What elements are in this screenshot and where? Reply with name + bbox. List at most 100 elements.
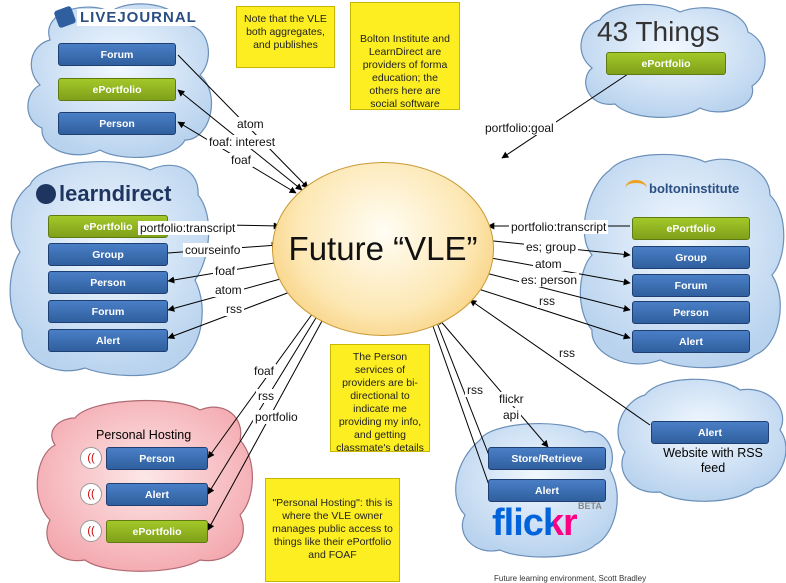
hosting-title-text: Personal Hosting (96, 428, 192, 442)
flickr-beta-text: BETA (578, 501, 602, 511)
pill-label: Person (90, 276, 126, 289)
label-rss-website: rss (557, 346, 577, 360)
43things-logo-text: 43 Things (597, 16, 720, 47)
pill-label: Forum (100, 48, 134, 61)
learndirect-logo: learndirect (36, 181, 172, 207)
connector-arrow-13 (465, 284, 631, 340)
rsssite-caption-text: Website with RSS feed (663, 446, 763, 475)
note-text: "Personal Hosting": this is where the VL… (272, 497, 393, 561)
learndirect-alert[interactable]: Alert (48, 329, 168, 352)
bolton-swoosh-icon (625, 180, 647, 197)
43things-eportfolio[interactable]: ePortfolio (606, 52, 726, 75)
hosting-person[interactable]: Person (106, 447, 208, 470)
label-foaf: foaf (229, 153, 254, 167)
livejournal-person[interactable]: Person (58, 112, 176, 135)
pill-label: Group (92, 248, 124, 261)
flickr-store-retrieve[interactable]: Store/Retrieve (488, 447, 606, 470)
label-portfolio-hosting: portfolio (253, 410, 300, 424)
bolton-forum[interactable]: Forum (632, 274, 750, 297)
learndirect-forum[interactable]: Forum (48, 300, 168, 323)
label-es-person: es: person (519, 273, 580, 287)
flickr-alert[interactable]: Alert (488, 479, 606, 502)
hosting-wifi-icon-3: (( (80, 520, 102, 542)
rsssite-alert[interactable]: Alert (651, 421, 769, 444)
hub-future-vle: Future “VLE” (272, 162, 494, 336)
bolton-logo-text: boltoninstitute (649, 181, 740, 196)
pill-label: Alert (698, 426, 722, 439)
label-portfolio-goal: portfolio:goal (483, 121, 556, 135)
pill-label: Group (675, 251, 707, 264)
label-rss-right: rss (537, 294, 557, 308)
label-portfolio-transcript-right: portfolio:transcript (509, 220, 609, 234)
bolton-eportfolio[interactable]: ePortfolio (632, 217, 750, 240)
note-text: Bolton Institute and LearnDirect are pro… (360, 33, 450, 110)
pill-label: ePortfolio (641, 57, 691, 70)
connector-arrow-20 (437, 317, 549, 448)
pill-label: Alert (96, 334, 120, 347)
pencil-icon (53, 5, 77, 29)
learndirect-icon (36, 184, 56, 204)
rsssite-caption: Website with RSS feed (660, 446, 766, 476)
pill-label: Forum (674, 279, 708, 292)
label-rss-hosting: rss (256, 389, 276, 403)
livejournal-logo-text: LIVEJOURNAL (77, 8, 200, 26)
flickr-logo-text: flickr (492, 502, 578, 544)
label-courseinfo: courseinfo (183, 243, 243, 257)
livejournal-eportfolio[interactable]: ePortfolio (58, 78, 176, 101)
pill-label: Person (99, 117, 135, 130)
connector-arrow-15 (207, 305, 319, 459)
pill-label: Person (139, 452, 175, 465)
bolton-group[interactable]: Group (632, 246, 750, 269)
note-text: Note that the VLE both aggregates, and p… (244, 13, 327, 51)
label-es-group: es; group (524, 240, 579, 254)
pill-label: Store/Retrieve (511, 452, 583, 465)
label-atom-left: atom (213, 283, 244, 297)
43things-logo: 43 Things (597, 16, 719, 48)
hosting-eportfolio[interactable]: ePortfolio (106, 520, 208, 543)
label-atom-right: atom (533, 257, 564, 271)
pill-label: ePortfolio (83, 220, 133, 233)
note-providers: Bolton Institute and LearnDirect are pro… (350, 2, 460, 110)
note-aggregate: Note that the VLE both aggregates, and p… (236, 6, 335, 68)
label-portfolio-transcript-left: portfolio:transcript (138, 221, 238, 235)
note-person: The Person services of providers are bi-… (330, 344, 430, 454)
pill-label: ePortfolio (132, 525, 182, 538)
hosting-wifi-icon-1: (( (80, 447, 102, 469)
credit-label: Future learning environment, Scott Bradl… (494, 574, 647, 583)
label-api: api (501, 408, 522, 422)
label-rss-flickr: rss (465, 383, 485, 397)
flickr-logo: flickr (492, 502, 578, 544)
learndirect-person[interactable]: Person (48, 271, 168, 294)
hosting-title: Personal Hosting (96, 428, 191, 442)
hosting-wifi-icon-2: (( (80, 483, 102, 505)
label-foaf-hosting: foaf (252, 364, 277, 378)
learndirect-logo-text: learndirect (59, 181, 172, 206)
connector-arrow-3 (501, 65, 641, 159)
note-text: The Person services of providers are bi-… (336, 351, 424, 454)
pill-label: ePortfolio (666, 222, 716, 235)
label-rss-left: rss (224, 302, 244, 316)
label-flickr-link: flickr (497, 392, 526, 406)
pill-label: Alert (145, 488, 169, 501)
bolton-person[interactable]: Person (632, 301, 750, 324)
note-hosting: "Personal Hosting": this is where the VL… (265, 478, 400, 582)
pill-label: Forum (91, 305, 125, 318)
label-atom: atom (235, 117, 266, 131)
connector-arrow-19 (426, 311, 491, 489)
learndirect-group[interactable]: Group (48, 243, 168, 266)
label-foaf-interest: foaf: interest (207, 135, 278, 149)
pill-label: Alert (535, 484, 559, 497)
connector-arrow-12 (473, 268, 631, 312)
hub-title: Future “VLE” (288, 230, 478, 267)
livejournal-logo: LIVEJOURNAL (53, 5, 200, 29)
label-foaf-left: foaf (213, 264, 238, 278)
hosting-alert[interactable]: Alert (106, 483, 208, 506)
bolton-alert[interactable]: Alert (632, 330, 750, 353)
pill-label: Person (673, 306, 709, 319)
pill-label: ePortfolio (92, 83, 142, 96)
pill-label: Alert (679, 335, 703, 348)
livejournal-forum[interactable]: Forum (58, 43, 176, 66)
bolton-logo: boltoninstitute (625, 180, 739, 197)
credit-text: Future learning environment, Scott Bradl… (494, 574, 646, 583)
flickr-beta-badge: BETA (578, 501, 602, 511)
